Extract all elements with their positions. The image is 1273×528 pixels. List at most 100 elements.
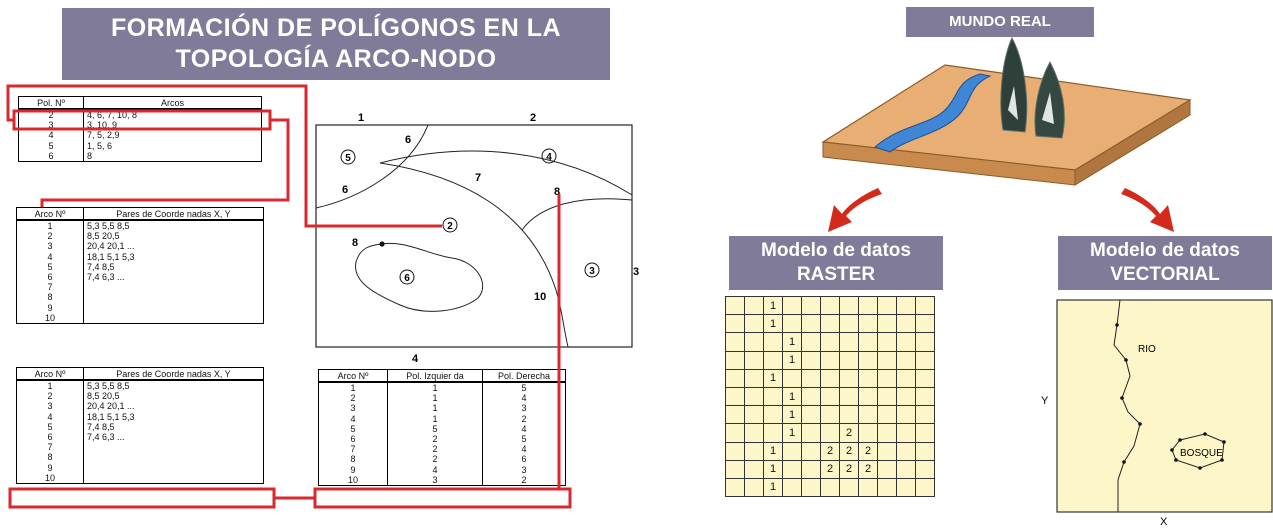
raster-cell: 2 xyxy=(839,459,859,479)
table-cell: 6 xyxy=(47,432,53,443)
polygon-label: 2 xyxy=(447,221,453,232)
arc-label: 10 xyxy=(534,291,546,303)
arc-line xyxy=(521,198,633,231)
table-cell: 5,3 5,5 8,5 xyxy=(83,220,264,232)
table-row: 9 xyxy=(17,462,264,473)
table-cell: 3 xyxy=(482,403,566,414)
table-cell: 1 xyxy=(47,381,53,392)
table-cell: 8 xyxy=(47,452,53,463)
highlight-connector xyxy=(40,118,290,207)
forest-vertices xyxy=(1170,432,1226,470)
table-cell: 3 xyxy=(482,464,566,475)
raster-cell: 2 xyxy=(858,459,878,479)
table-cell: 1 xyxy=(387,403,483,414)
raster-cell xyxy=(725,295,745,316)
raster-cell xyxy=(915,350,935,370)
table-cell: 1, 5, 6 xyxy=(83,140,262,151)
raster-cell xyxy=(820,314,840,334)
column-header: Arcos xyxy=(83,96,262,110)
column-header: Pol. Izquier da xyxy=(387,369,483,383)
table-cell: 3 xyxy=(48,120,54,131)
column-header: Pol. Derecha xyxy=(482,369,566,383)
raster-cell xyxy=(839,332,859,352)
table-cell: 5 xyxy=(482,382,566,394)
raster-cell xyxy=(801,332,821,352)
raster-cell xyxy=(896,314,916,334)
table-cell: 6 xyxy=(47,272,53,283)
column-header: Pares de Coorde nadas X, Y xyxy=(83,207,264,221)
column-header: Arco Nº xyxy=(318,369,388,383)
raster-cell xyxy=(782,368,802,388)
raster-cell xyxy=(763,423,783,443)
raster-cell xyxy=(877,477,897,498)
table-row: 6 7,4 6,3 ... xyxy=(17,431,264,443)
arc-line xyxy=(315,124,429,209)
table-cell: 2 xyxy=(48,110,54,121)
vector-model-title: Modelo de datos VECTORIAL xyxy=(1058,236,1272,290)
raster-row: 1 xyxy=(725,368,935,388)
raster-cell xyxy=(915,368,935,388)
raster-cell xyxy=(915,477,935,498)
table-cell: 2 xyxy=(47,231,53,242)
raster-cell xyxy=(877,441,897,461)
raster-cell xyxy=(839,295,859,316)
polygon-4-marker xyxy=(541,148,557,164)
raster-cell xyxy=(839,350,859,370)
raster-cell xyxy=(744,441,764,461)
raster-cell xyxy=(782,477,802,498)
raster-cell xyxy=(801,477,821,498)
table-cell xyxy=(83,442,264,453)
raster-title-line2: RASTER xyxy=(796,264,876,285)
raster-title-line1: Modelo de datos xyxy=(761,240,911,261)
raster-cell xyxy=(896,477,916,498)
raster-row: 1 xyxy=(725,477,935,498)
left-title: FORMACIÓN DE POLÍGONOS EN LA TOPOLOGÍA A… xyxy=(62,8,610,80)
raster-row: 1 xyxy=(725,350,935,370)
raster-cell xyxy=(896,295,916,316)
arc-label: 8 xyxy=(352,237,358,249)
river-vertices xyxy=(1115,323,1142,464)
table-cell: 8 xyxy=(83,150,262,162)
raster-cell xyxy=(877,459,897,479)
raster-cell xyxy=(725,386,745,407)
raster-cell xyxy=(915,386,935,407)
table-cell: 7, 5, 2,9 xyxy=(83,130,262,141)
raster-cell xyxy=(744,477,764,498)
highlight-connector xyxy=(6,84,442,228)
table-cell xyxy=(83,292,264,303)
arrow-to-raster xyxy=(828,188,882,232)
raster-cell xyxy=(858,405,878,425)
raster-cell: 1 xyxy=(763,368,783,388)
table-cell: 4 xyxy=(482,444,566,455)
table-cell: 7 xyxy=(47,442,53,453)
raster-cell xyxy=(896,441,916,461)
raster-cell xyxy=(820,350,840,370)
raster-cell xyxy=(782,459,802,479)
column-header: Arco Nº xyxy=(16,207,84,221)
raster-cell xyxy=(744,332,764,352)
table-cell: 4 xyxy=(47,251,53,262)
table-row: 7 xyxy=(17,282,264,293)
table-cell: 7,4 8,5 xyxy=(83,261,264,272)
table-cell: 7,4 6,3 ... xyxy=(83,431,264,443)
raster-cell xyxy=(877,332,897,352)
raster-cell xyxy=(858,314,878,334)
polygon-label: 6 xyxy=(404,273,410,284)
arrow-to-vector xyxy=(1121,188,1174,232)
raster-cell xyxy=(782,314,802,334)
raster-cell xyxy=(858,423,878,443)
raster-cell xyxy=(744,405,764,425)
table-cell: 5 xyxy=(47,421,53,432)
arc-label: 6 xyxy=(342,184,348,196)
raster-cell: 1 xyxy=(763,459,783,479)
table-cell xyxy=(83,452,264,463)
raster-cell xyxy=(858,332,878,352)
